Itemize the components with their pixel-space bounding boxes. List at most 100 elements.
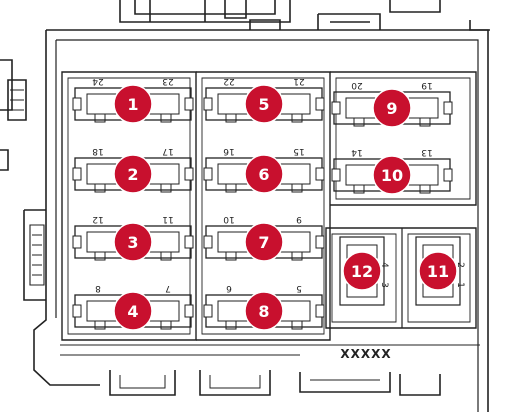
relay-10: 14 13 10 (331, 147, 453, 195)
relay-9: 20 19 9 (331, 80, 453, 128)
relay-clip (203, 235, 213, 249)
relay-4: 8 7 4 (72, 283, 194, 331)
relay-terminal (94, 320, 106, 330)
relay-clip (315, 167, 325, 181)
relay-number: 8 (258, 302, 269, 321)
relay-number-badge (113, 154, 153, 194)
relay-number: 5 (258, 95, 269, 114)
relay-terminal (160, 320, 172, 330)
relay-terminal (291, 251, 303, 261)
relay-clip (184, 167, 194, 181)
relay-number: 9 (386, 99, 397, 118)
relay-clip (315, 235, 325, 249)
relay-clip (203, 97, 213, 111)
relay-socket (339, 236, 385, 306)
pin-number: 7 (165, 283, 171, 293)
relay-clip (315, 97, 325, 111)
relay-number: 12 (351, 262, 373, 281)
relay-clip (443, 101, 453, 115)
part-code-label: XXXXX (340, 347, 391, 361)
relay-clip (203, 304, 213, 318)
relay-terminal (225, 251, 237, 261)
relay-terminal (225, 183, 237, 193)
relay-number-badge (244, 222, 284, 262)
pin-number: 24 (92, 76, 104, 86)
relay-terminal (291, 320, 303, 330)
relay-number-badge (342, 251, 382, 291)
relay-terminal (419, 184, 431, 194)
relay-8: 6 5 8 (203, 283, 325, 331)
relay-clip (331, 101, 341, 115)
relay-5: 22 21 5 (203, 76, 325, 124)
relay-clip (184, 235, 194, 249)
relay-terminal (160, 251, 172, 261)
relay-terminal (160, 113, 172, 123)
pin-number: 14 (351, 147, 363, 157)
pin-number: 23 (162, 76, 173, 86)
pin-number: 21 (293, 76, 304, 86)
relay-terminal (419, 117, 431, 127)
pin-number: 15 (293, 146, 304, 156)
relay-clip (72, 235, 82, 249)
pin-number: 18 (92, 146, 104, 156)
relay-terminal (353, 117, 365, 127)
pin-number: 11 (162, 214, 173, 224)
relay-number-badge (244, 291, 284, 331)
relay-number-badge (372, 88, 412, 128)
pin-number: 2 (455, 262, 465, 268)
relay-terminal (291, 113, 303, 123)
pin-number: 12 (92, 214, 103, 224)
relay-number: 6 (258, 165, 269, 184)
pin-number: 13 (421, 147, 432, 157)
relay-number-badge (418, 251, 458, 291)
pin-number: 1 (455, 282, 465, 288)
pin-number: 20 (351, 80, 363, 90)
pin-number: 8 (95, 283, 101, 293)
relay-6: 16 15 6 (203, 146, 325, 194)
pin-number: 3 (379, 282, 389, 288)
relay-number-badge (372, 155, 412, 195)
relay-clip (72, 304, 82, 318)
relay-clip (315, 304, 325, 318)
relay-1: 24 23 1 (72, 76, 194, 124)
relay-number: 10 (381, 166, 403, 185)
pin-number: 19 (421, 80, 433, 90)
relay-clip (184, 304, 194, 318)
relay-socket (415, 236, 461, 306)
housing-outline (0, 0, 490, 412)
relay-terminal (94, 113, 106, 123)
relay-terminal (225, 320, 237, 330)
relay-terminal (353, 184, 365, 194)
relay-clip (331, 168, 341, 182)
relay-number-badge (113, 222, 153, 262)
relay-number: 7 (258, 233, 269, 252)
pin-number: 9 (296, 214, 302, 224)
pin-number: 22 (223, 76, 234, 86)
pin-number: 16 (223, 146, 235, 156)
relay-number: 11 (427, 262, 449, 281)
relay-12: 4 3 12 (339, 236, 389, 306)
relay-terminal (225, 113, 237, 123)
pin-number: 17 (162, 146, 173, 156)
relay-number-badge (244, 84, 284, 124)
relay-terminal (94, 183, 106, 193)
relay-number-badge (244, 154, 284, 194)
relay-clip (443, 168, 453, 182)
relay-clip (203, 167, 213, 181)
relay-number: 4 (127, 302, 138, 321)
pin-number: 5 (296, 283, 302, 293)
relay-terminal (94, 251, 106, 261)
relay-number-badge (113, 291, 153, 331)
relay-number-badge (113, 84, 153, 124)
relay-number: 1 (127, 95, 138, 114)
pin-number: 6 (226, 283, 232, 293)
pin-number: 4 (379, 262, 389, 268)
relay-clip (72, 167, 82, 181)
relay-terminal (160, 183, 172, 193)
